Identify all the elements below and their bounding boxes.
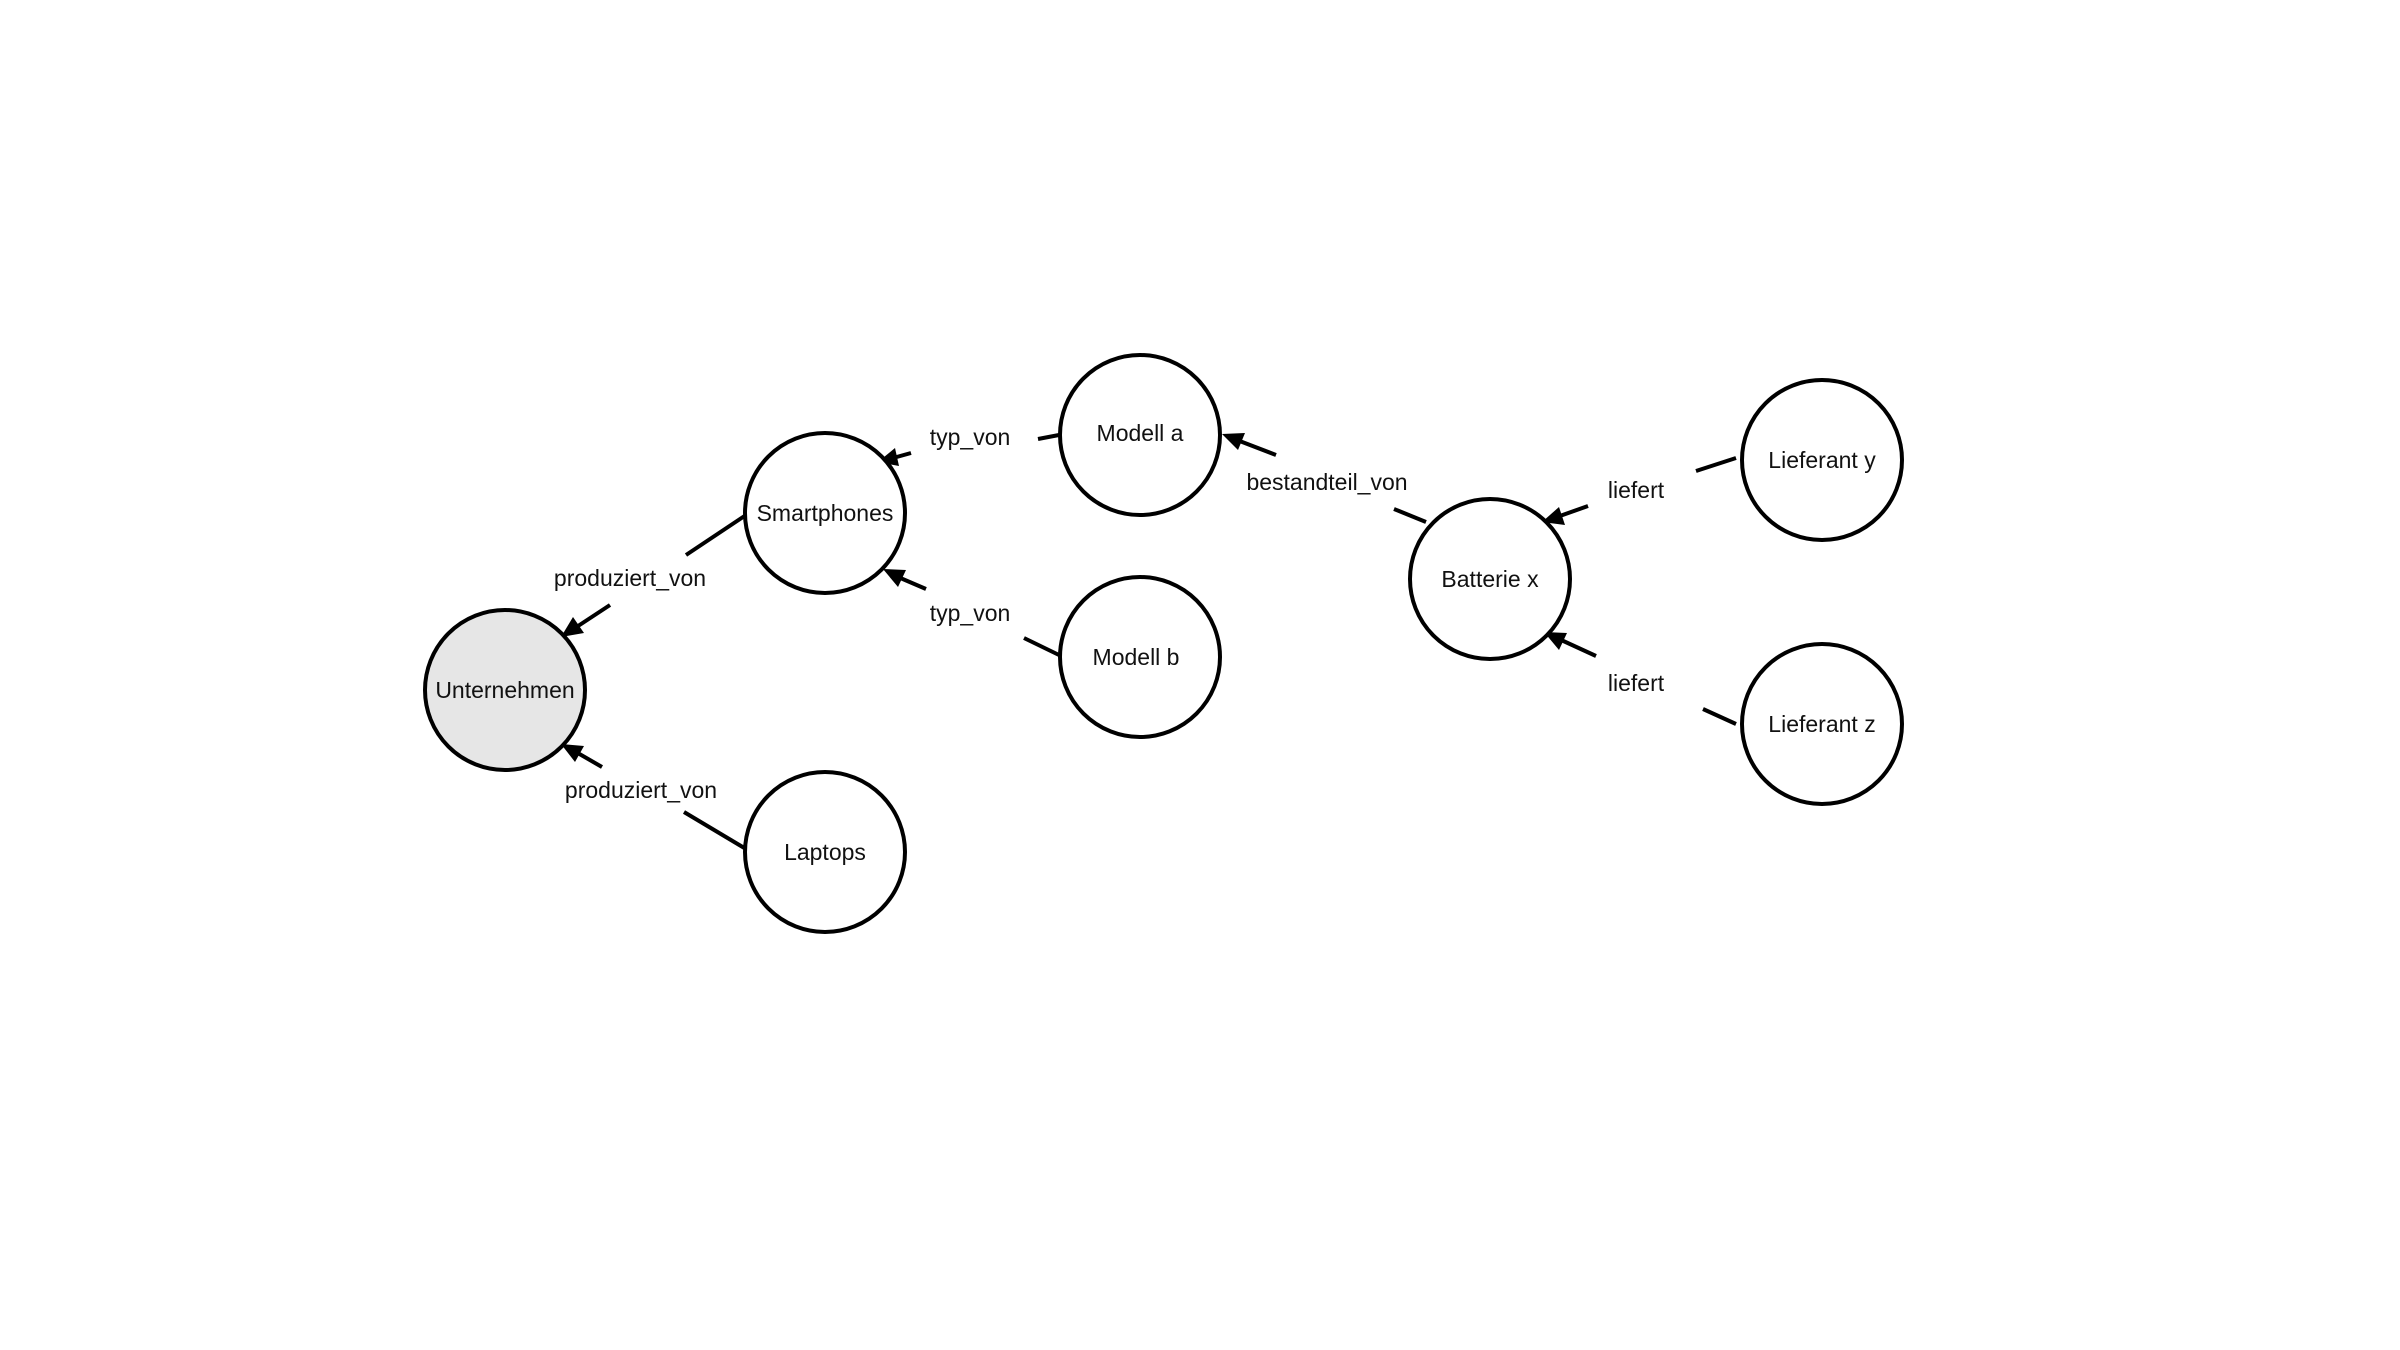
node-circle	[1058, 353, 1222, 517]
arrowhead-icon	[1222, 433, 1245, 450]
edge-line	[1023, 636, 1060, 657]
edge-line	[1236, 438, 1277, 457]
edge-label-liefert: liefert	[1608, 670, 1665, 696]
node-label: Smartphones	[757, 500, 894, 526]
edge-line	[575, 750, 603, 769]
node-unternehmen[interactable]: Unternehmen	[423, 608, 587, 772]
edge-label-liefert: liefert	[1608, 477, 1665, 503]
node-circle	[743, 770, 907, 934]
arrowhead-icon	[561, 617, 584, 637]
edge-laptops-unternehmen: produziert_von	[561, 744, 748, 851]
node-batterie-x[interactable]: Batterie x	[1408, 497, 1572, 661]
node-smartphones[interactable]: Smartphones	[743, 431, 907, 595]
edge-lieferant-z-batterie: liefert	[1544, 632, 1737, 726]
node-label: Unternehmen	[435, 677, 574, 703]
node-circle	[1740, 378, 1904, 542]
node-label: Modell b	[1093, 644, 1180, 670]
arrowhead-icon	[1542, 507, 1565, 525]
arrowhead-icon	[1544, 632, 1567, 650]
node-label: Batterie x	[1441, 566, 1539, 592]
node-circle	[1058, 575, 1222, 739]
node-label: Modell a	[1097, 420, 1184, 446]
edge-label-typ-von: typ_von	[930, 424, 1011, 450]
edge-label-produziert-von: produziert_von	[565, 777, 717, 803]
edge-line	[1556, 504, 1589, 519]
edge-line	[573, 603, 612, 630]
arrowhead-icon	[883, 569, 906, 587]
node-modell-b[interactable]: Modell b	[1058, 575, 1222, 739]
node-label: Laptops	[784, 839, 866, 865]
edge-line	[1695, 456, 1737, 473]
arrowhead-icon	[561, 744, 584, 762]
node-label: Lieferant z	[1768, 711, 1875, 737]
node-circle	[743, 431, 907, 595]
edge-batterie-modell-a: bestandteil_von	[1222, 433, 1427, 524]
node-laptops[interactable]: Laptops	[743, 770, 907, 934]
edge-line	[1702, 707, 1737, 726]
edge-line	[682, 810, 748, 851]
edge-label-typ-von: typ_von	[930, 600, 1011, 626]
edge-line	[684, 511, 751, 557]
node-modell-a[interactable]: Modell a	[1058, 353, 1222, 517]
node-circle	[423, 608, 587, 772]
node-circle	[1408, 497, 1572, 661]
edge-line	[1037, 433, 1060, 441]
edge-line	[1393, 507, 1427, 524]
edge-modell-b-smartphones: typ_von	[883, 569, 1060, 657]
edge-line	[1558, 637, 1597, 658]
edge-modell-a-smartphones: typ_von	[878, 424, 1060, 466]
node-label: Lieferant y	[1768, 447, 1876, 473]
edge-lieferant-y-batterie: liefert	[1542, 456, 1737, 525]
edge-label-produziert-von: produziert_von	[554, 565, 706, 591]
node-circle	[1740, 642, 1904, 806]
edge-line	[897, 575, 927, 591]
node-lieferant-z[interactable]: Lieferant z	[1740, 642, 1904, 806]
node-lieferant-y[interactable]: Lieferant y	[1740, 378, 1904, 542]
edge-label-bestandteil-von: bestandteil_von	[1246, 469, 1407, 495]
edge-smartphones-unternehmen: produziert_von	[554, 511, 751, 637]
